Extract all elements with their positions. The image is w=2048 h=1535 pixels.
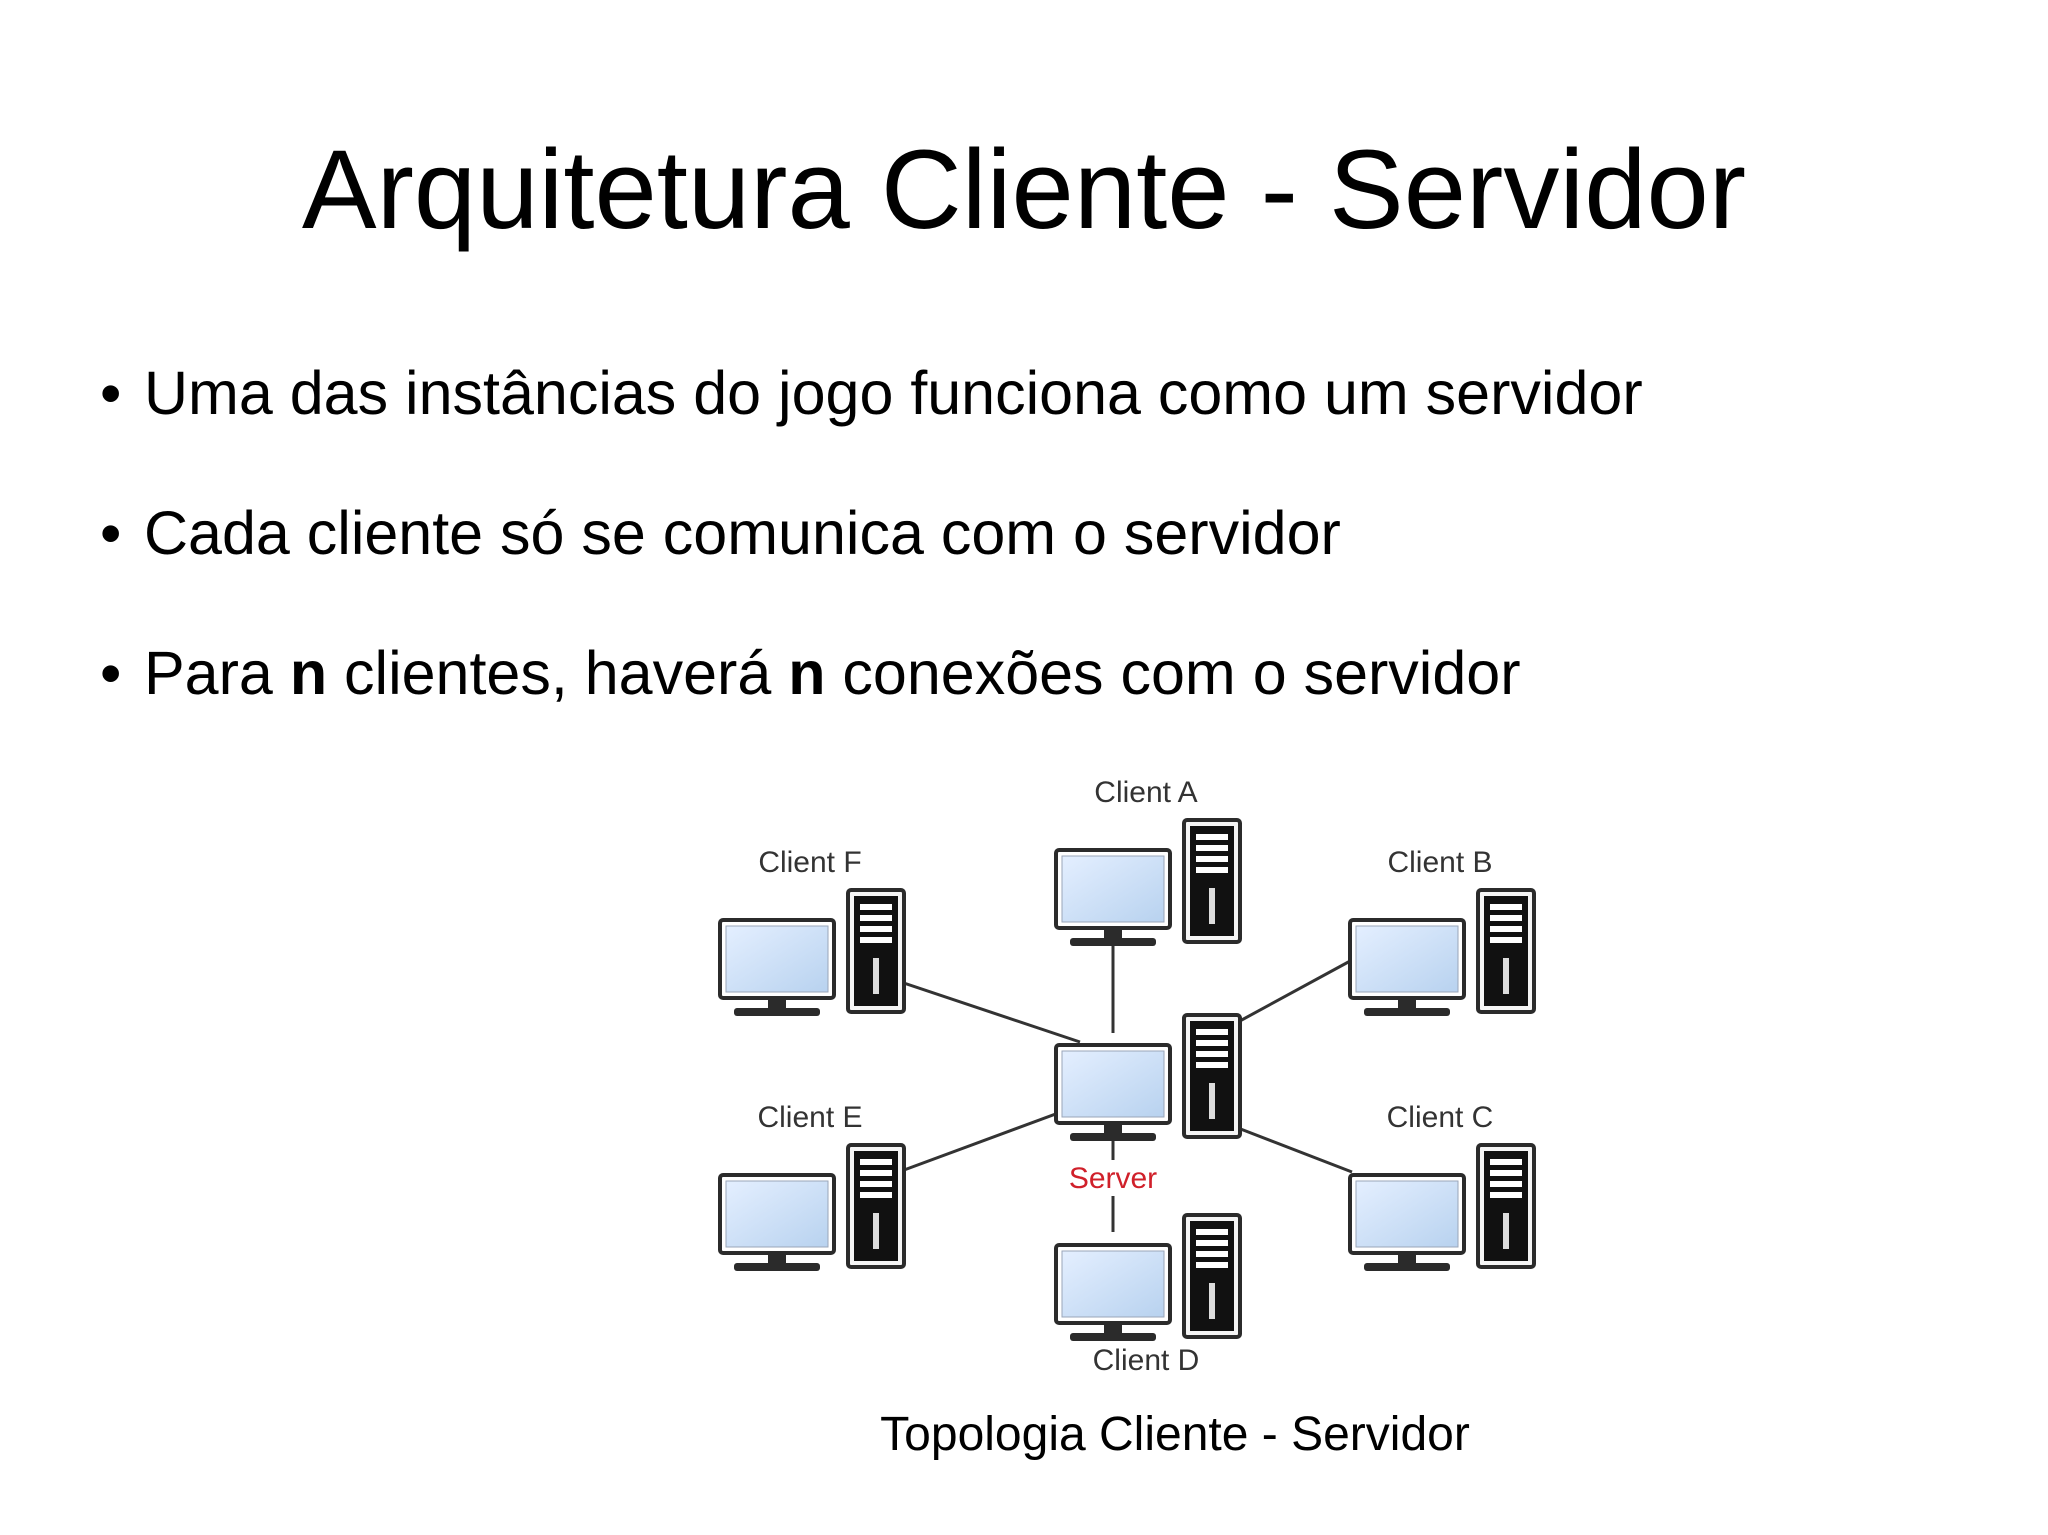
- link-client-c: [1237, 1126, 1353, 1174]
- bullet-emphasis: n: [289, 639, 328, 707]
- bullet-text: Para: [144, 639, 290, 707]
- client-server-topology-diagram: Server Client A Client B Client C Client D Cl…: [718, 776, 1536, 1377]
- computer-icon: [1348, 1143, 1536, 1271]
- bullet-item-1: • Uma das instâncias do jogo funciona com…: [100, 355, 1643, 431]
- computer-icon: [1054, 818, 1242, 946]
- computer-icon: [1054, 1013, 1242, 1141]
- server-label-background: [1060, 1160, 1166, 1196]
- node-client-a: Client A: [1054, 776, 1242, 946]
- network-nodes: Server Client A Client B Client C Client D Cl…: [718, 776, 1536, 1377]
- client-d-label: Client D: [1093, 1344, 1200, 1377]
- diagram-caption: Topologia Cliente - Servidor: [880, 1408, 1470, 1461]
- bullet-dot: •: [100, 499, 122, 567]
- computer-icon: [1054, 1213, 1242, 1341]
- bullet-dot: •: [100, 639, 122, 707]
- node-server: Server: [1054, 1013, 1242, 1196]
- computer-icon: [718, 1143, 906, 1271]
- bullet-item-3: • Para n clientes, haverá n conexões com …: [100, 635, 1643, 711]
- bullet-list: • Uma das instâncias do jogo funciona com…: [100, 355, 1643, 775]
- computer-icon: [1348, 888, 1536, 1016]
- bullet-item-2: • Cada cliente só se comunica com o servi…: [100, 495, 1643, 571]
- node-client-f: Client F: [718, 846, 906, 1016]
- client-e-label: Client E: [757, 1101, 862, 1134]
- client-a-label: Client A: [1094, 776, 1197, 809]
- link-client-b: [1237, 958, 1353, 1024]
- slide-title: Arquitetura Cliente - Servidor: [301, 127, 1747, 252]
- node-client-e: Client E: [718, 1101, 906, 1271]
- bullet-text: Uma das instâncias do jogo funciona como…: [144, 359, 1643, 427]
- client-f-label: Client F: [758, 846, 861, 879]
- computer-icon: [718, 888, 906, 1016]
- bullet-text: conexões com o servidor: [825, 639, 1521, 707]
- node-client-c: Client C: [1348, 1101, 1536, 1271]
- bullet-emphasis: n: [788, 639, 826, 707]
- node-client-b: Client B: [1348, 846, 1536, 1016]
- bullet-text: Cada cliente só se comunica com o servid…: [144, 499, 1341, 567]
- node-client-d: Client D: [1054, 1213, 1242, 1377]
- client-b-label: Client B: [1387, 846, 1492, 879]
- bullet-dot: •: [100, 359, 122, 427]
- server-label: Server: [1069, 1162, 1157, 1195]
- client-c-label: Client C: [1387, 1101, 1494, 1134]
- bullet-text: clientes, haverá: [327, 639, 789, 707]
